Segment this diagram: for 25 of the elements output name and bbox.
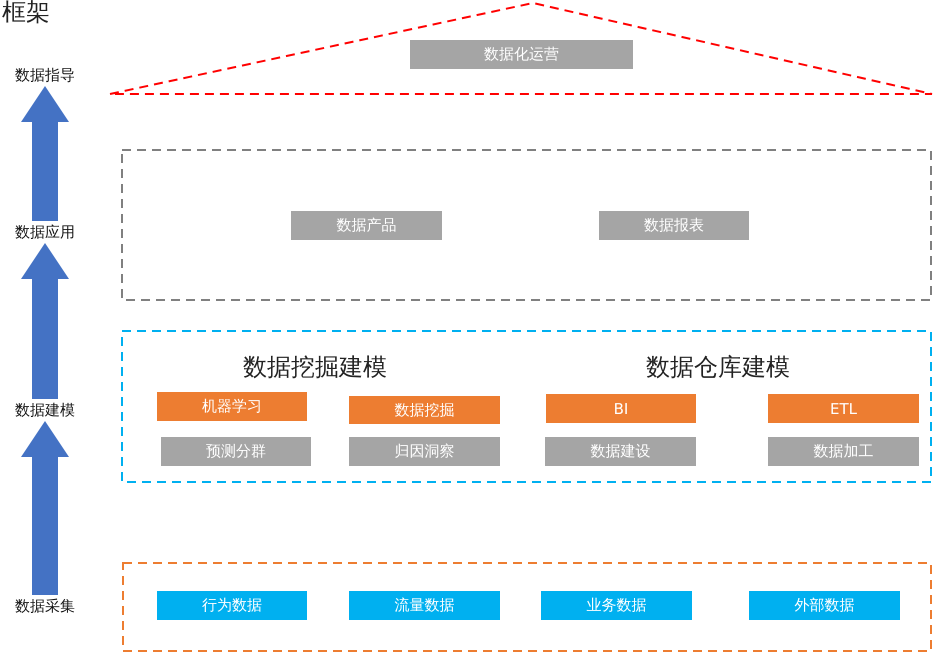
- section-heading: 数据挖掘建模: [243, 352, 387, 383]
- section-heading: 数据仓库建模: [646, 352, 790, 383]
- module-box: 数据挖掘: [349, 396, 500, 424]
- module-box: 数据建设: [545, 437, 696, 466]
- module-box: 数据加工: [768, 437, 919, 466]
- module-box: BI: [546, 394, 696, 423]
- up-arrow: [21, 243, 69, 399]
- module-box: 数据报表: [599, 211, 749, 240]
- module-box: 业务数据: [541, 591, 692, 620]
- module-box: 数据化运营: [410, 40, 633, 69]
- title: 框架: [2, 0, 50, 28]
- module-box: 流量数据: [349, 591, 500, 620]
- layer-label: 数据指导: [15, 65, 75, 86]
- module-box: 归因洞察: [349, 437, 500, 466]
- layer-label: 数据建模: [15, 400, 75, 421]
- module-box: 预测分群: [161, 437, 311, 466]
- up-arrow: [21, 421, 69, 595]
- module-box: 机器学习: [157, 392, 307, 421]
- module-box: ETL: [768, 394, 919, 423]
- up-arrow: [21, 86, 69, 221]
- layer-label: 数据采集: [15, 596, 75, 617]
- module-box: 外部数据: [749, 591, 900, 620]
- layer-label: 数据应用: [15, 222, 75, 243]
- module-box: 行为数据: [157, 591, 307, 620]
- module-box: 数据产品: [291, 211, 442, 240]
